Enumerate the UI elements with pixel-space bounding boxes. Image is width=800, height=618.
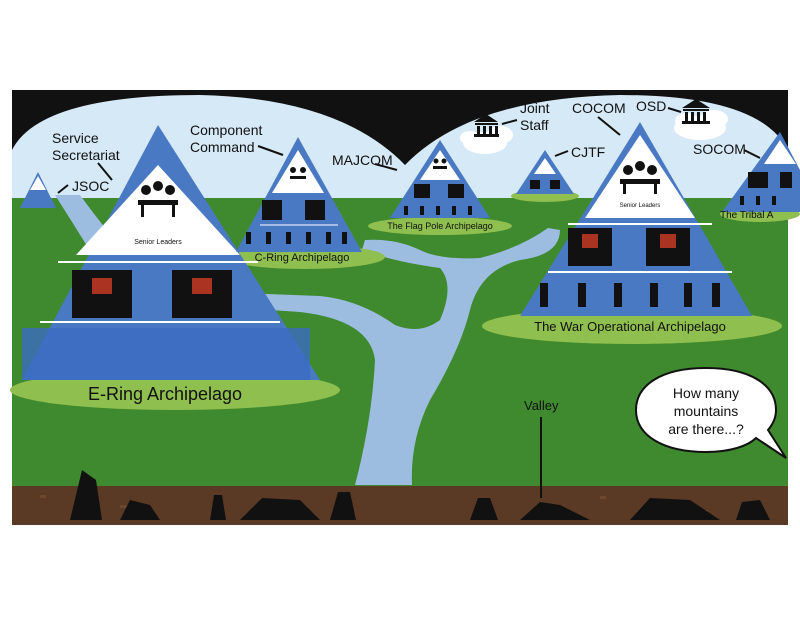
label-joint-staff-2: Staff xyxy=(520,117,549,133)
label-osd: OSD xyxy=(636,98,666,114)
label-jsoc: JSOC xyxy=(72,178,109,194)
label-majcom: MAJCOM xyxy=(332,152,393,168)
peak-caption: Senior Leaders xyxy=(134,239,182,246)
label-service-secretariat-2: Secretariat xyxy=(52,147,120,163)
label-joint-staff-1: Joint xyxy=(520,100,550,116)
speech-line-1: How many xyxy=(673,385,739,401)
label-service-secretariat-1: Service xyxy=(52,130,99,146)
archipelago-c-ring: C-Ring Archipelago xyxy=(255,252,350,264)
label-component-command-2: Command xyxy=(190,139,255,155)
peak-caption: Senior Leaders xyxy=(620,203,661,209)
label-component-command-1: Component xyxy=(190,122,262,138)
label-socom: SOCOM xyxy=(693,141,746,157)
label-cjtf: CJTF xyxy=(571,144,605,160)
label-cocom: COCOM xyxy=(572,100,626,116)
label-valley: Valley xyxy=(524,398,559,413)
speech-line-2: mountains xyxy=(674,403,739,419)
archipelago-flag-pole: The Flag Pole Archipelago xyxy=(387,221,493,231)
archipelago-war-operational: The War Operational Archipelago xyxy=(534,319,726,334)
archipelago-e-ring: E-Ring Archipelago xyxy=(88,384,242,404)
archipelago-tribal: The Tribal A xyxy=(720,210,774,221)
speech-line-3: are there...? xyxy=(668,421,744,437)
